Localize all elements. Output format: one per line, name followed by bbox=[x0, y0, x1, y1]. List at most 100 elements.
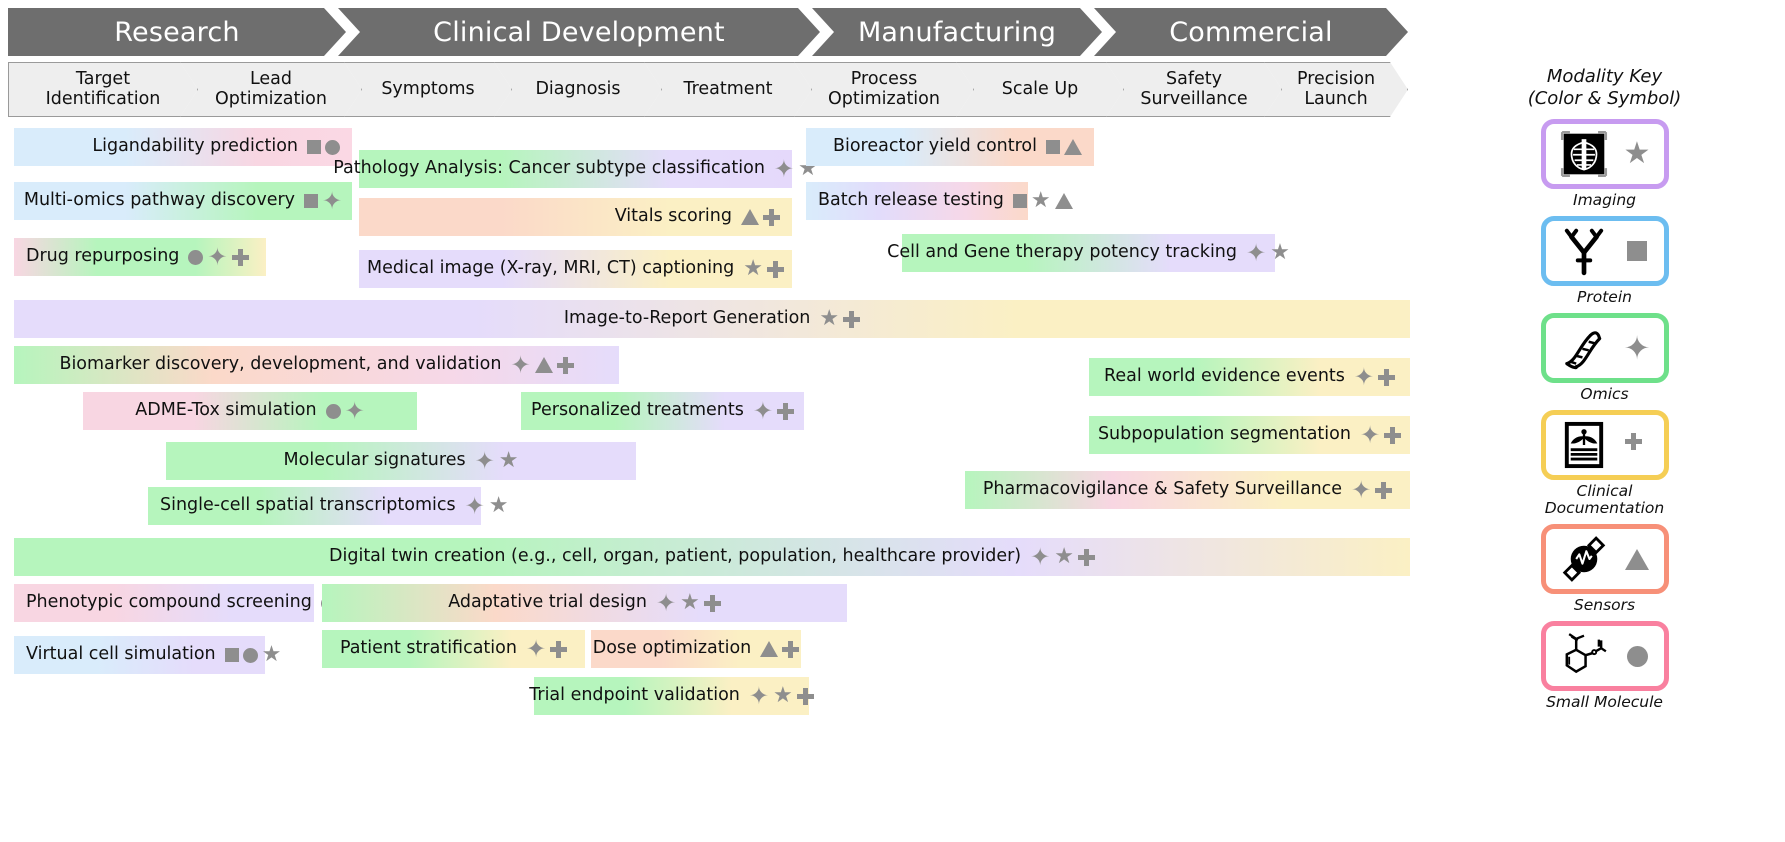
capability-bar[interactable]: Bioreactor yield control bbox=[806, 128, 1094, 166]
capability-label: Medical image (X-ray, MRI, CT) captionin… bbox=[367, 258, 735, 279]
star-symbol-icon: ★ bbox=[488, 493, 509, 518]
capability-bar[interactable]: Batch release testing★ bbox=[806, 182, 1073, 220]
diamond-symbol-icon: ✦ bbox=[1353, 363, 1374, 391]
star-symbol-icon: ★ bbox=[773, 683, 793, 708]
modality-key-item-sensors[interactable]: Sensors bbox=[1432, 524, 1777, 615]
capability-bar[interactable]: Single-cell spatial transcriptomics✦★ bbox=[148, 487, 508, 525]
capability-label: Personalized treatments bbox=[531, 400, 744, 421]
modality-key-item-omics[interactable]: ✦Omics bbox=[1432, 312, 1777, 404]
capability-label: ADME-Tox simulation bbox=[135, 400, 317, 421]
capability-bar[interactable]: Pathology Analysis: Cancer subtype class… bbox=[333, 150, 818, 188]
modality-symbol: ★ bbox=[1620, 139, 1654, 169]
capability-bar[interactable]: Virtual cell simulation★ bbox=[14, 636, 281, 674]
capability-bar[interactable]: Image-to-Report Generation★ bbox=[14, 300, 1410, 338]
capability-bar[interactable]: Medical image (X-ray, MRI, CT) captionin… bbox=[359, 250, 792, 288]
triangle-symbol-icon bbox=[760, 641, 779, 657]
capability-symbols: ✦ bbox=[325, 397, 365, 425]
circle-symbol-icon bbox=[1626, 645, 1648, 667]
phase-research[interactable]: Research bbox=[8, 8, 346, 56]
stage-diagnosis[interactable]: Diagnosis bbox=[494, 62, 662, 117]
capability-symbols: ✦★ bbox=[1246, 241, 1290, 265]
star-symbol-icon: ★ bbox=[743, 256, 763, 281]
stage-label: Symptoms bbox=[381, 78, 475, 99]
modality-key-title-line1: Modality Key bbox=[1546, 66, 1663, 87]
capability-label: Phenotypic compound screening bbox=[26, 592, 312, 613]
star-symbol-icon: ★ bbox=[1623, 136, 1651, 172]
sensor-icon bbox=[1555, 532, 1613, 586]
capability-bar[interactable]: Multi-omics pathway discovery✦ bbox=[14, 182, 352, 220]
capability-bar[interactable]: Pharmacovigilance & Safety Surveillance✦ bbox=[965, 471, 1410, 509]
capability-bar[interactable]: Personalized treatments✦ bbox=[521, 392, 804, 430]
phase-manufacturing[interactable]: Manufacturing bbox=[812, 8, 1102, 56]
capability-bar[interactable]: Trial endpoint validation✦★ bbox=[529, 677, 814, 715]
capability-label: Subpopulation segmentation bbox=[1097, 424, 1351, 445]
modality-symbol bbox=[1620, 432, 1654, 457]
capability-bar[interactable]: Digital twin creation (e.g., cell, organ… bbox=[14, 538, 1410, 576]
capability-symbols bbox=[741, 208, 780, 226]
capability-symbols: ✦ bbox=[510, 351, 574, 379]
capability-bar[interactable]: Biomarker discovery, development, and va… bbox=[14, 346, 619, 384]
plus-symbol-icon bbox=[550, 640, 568, 658]
diamond-symbol-icon: ✦ bbox=[464, 492, 485, 520]
diamond-symbol-icon: ✦ bbox=[510, 351, 531, 379]
stage-symptoms[interactable]: Symptoms bbox=[344, 62, 512, 117]
plus-symbol-icon bbox=[1077, 548, 1095, 566]
capability-symbols: ✦★ bbox=[1030, 545, 1095, 569]
stage-treatment[interactable]: Treatment bbox=[644, 62, 812, 117]
square-symbol-icon bbox=[304, 194, 319, 208]
modality-symbol bbox=[1620, 548, 1654, 570]
capability-bar[interactable]: Molecular signatures✦★ bbox=[166, 442, 636, 480]
diamond-symbol-icon: ✦ bbox=[748, 682, 770, 710]
molecule-icon bbox=[1555, 629, 1613, 683]
capability-bar[interactable]: Ligandability prediction bbox=[14, 128, 352, 166]
diamond-symbol-icon: ✦ bbox=[322, 187, 343, 215]
modality-key-item-small-molecule[interactable]: Small Molecule bbox=[1432, 621, 1777, 712]
capability-label: Drug repurposing bbox=[26, 246, 180, 267]
plus-symbol-icon bbox=[1384, 426, 1402, 444]
capability-bar[interactable]: Subpopulation segmentation ✦ bbox=[1089, 416, 1410, 454]
diamond-symbol-icon: ✦ bbox=[1359, 421, 1381, 449]
square-symbol-icon bbox=[1046, 140, 1060, 154]
modality-chip bbox=[1540, 409, 1669, 480]
capability-bar[interactable]: Dose optimization bbox=[591, 630, 801, 668]
modality-key-item-imaging[interactable]: ★Imaging bbox=[1432, 119, 1777, 210]
capability-symbols: ✦★ bbox=[749, 684, 814, 708]
phase-label: Manufacturing bbox=[857, 16, 1057, 48]
circle-symbol-icon bbox=[325, 139, 340, 155]
diamond-symbol-icon: ✦ bbox=[344, 397, 365, 425]
modality-chip: ✦ bbox=[1540, 312, 1669, 383]
modality-key-item-protein[interactable]: Protein bbox=[1432, 216, 1777, 307]
capability-bar[interactable]: Cell and Gene therapy potency tracking✦★ bbox=[887, 234, 1290, 272]
diamond-symbol-icon: ✦ bbox=[474, 447, 495, 475]
phase-commercial[interactable]: Commercial bbox=[1094, 8, 1408, 56]
plus-symbol-icon bbox=[1625, 432, 1649, 457]
diamond-symbol-icon: ✦ bbox=[773, 155, 795, 183]
capability-bar[interactable]: Phenotypic compound screening★ bbox=[14, 584, 360, 622]
capability-bar[interactable]: Patient stratification✦ bbox=[322, 630, 585, 668]
stage-label: Scale Up bbox=[1001, 78, 1079, 99]
capability-bar[interactable]: Real world evidence events✦ bbox=[1089, 358, 1410, 396]
triangle-symbol-icon bbox=[1625, 548, 1649, 570]
capability-bar[interactable]: Adaptative trial design✦★ bbox=[322, 584, 847, 622]
modality-caption: Protein bbox=[1577, 288, 1632, 306]
stage-label: Treatment bbox=[683, 78, 773, 99]
capability-bar[interactable]: ADME-Tox simulation ✦ bbox=[83, 392, 417, 430]
diamond-symbol-icon: ✦ bbox=[655, 589, 677, 617]
capability-bar[interactable]: Drug repurposing✦ bbox=[14, 238, 266, 276]
star-symbol-icon: ★ bbox=[1054, 544, 1074, 569]
capability-bar[interactable]: Vitals scoring bbox=[359, 198, 792, 236]
phase-clinical-development[interactable]: Clinical Development bbox=[338, 8, 820, 56]
stage-scale-up[interactable]: Scale Up bbox=[956, 62, 1124, 117]
